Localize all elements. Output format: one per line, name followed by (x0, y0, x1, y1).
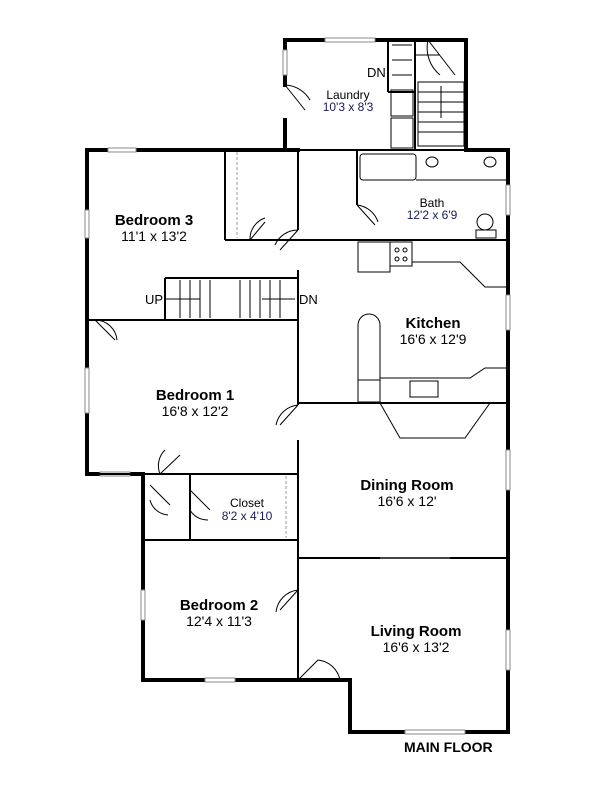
bath-dims: 12'2 x 6'9 (407, 208, 458, 222)
room-labels: Laundry 10'3 x 8'3 DN Bath 12'2 x 6'9 Be… (115, 65, 493, 755)
stair-up-label: UP (145, 292, 163, 307)
kitchen-dims: 16'6 x 12'9 (400, 331, 467, 347)
bedroom1-dims: 16'8 x 12'2 (162, 403, 229, 419)
stairs (164, 44, 465, 320)
living-dims: 16'6 x 13'2 (383, 639, 450, 655)
dining-dims: 16'6 x 12' (377, 493, 436, 509)
closet-name: Closet (230, 496, 265, 510)
interior-walls (87, 40, 508, 680)
bath-name: Bath (420, 196, 445, 210)
bedroom3-name: Bedroom 3 (115, 212, 193, 229)
living-name: Living Room (371, 623, 462, 640)
bedroom2-dims: 12'4 x 11'3 (186, 613, 252, 629)
dining-name: Dining Room (360, 477, 453, 494)
bedroom1-name: Bedroom 1 (156, 387, 234, 404)
fixtures (357, 89, 508, 439)
bedroom2-name: Bedroom 2 (180, 597, 258, 614)
bedroom3-dims: 11'1 x 13'2 (121, 228, 187, 244)
laundry-name: Laundry (326, 88, 369, 102)
doors (94, 39, 456, 681)
laundry-stair-dn-label: DN (367, 65, 386, 80)
closet-dims: 8'2 x 4'10 (222, 509, 273, 523)
stair-dn-label: DN (299, 292, 318, 307)
laundry-dims: 10'3 x 8'3 (323, 100, 374, 114)
kitchen-name: Kitchen (405, 315, 460, 332)
floor-label: MAIN FLOOR (404, 739, 493, 755)
